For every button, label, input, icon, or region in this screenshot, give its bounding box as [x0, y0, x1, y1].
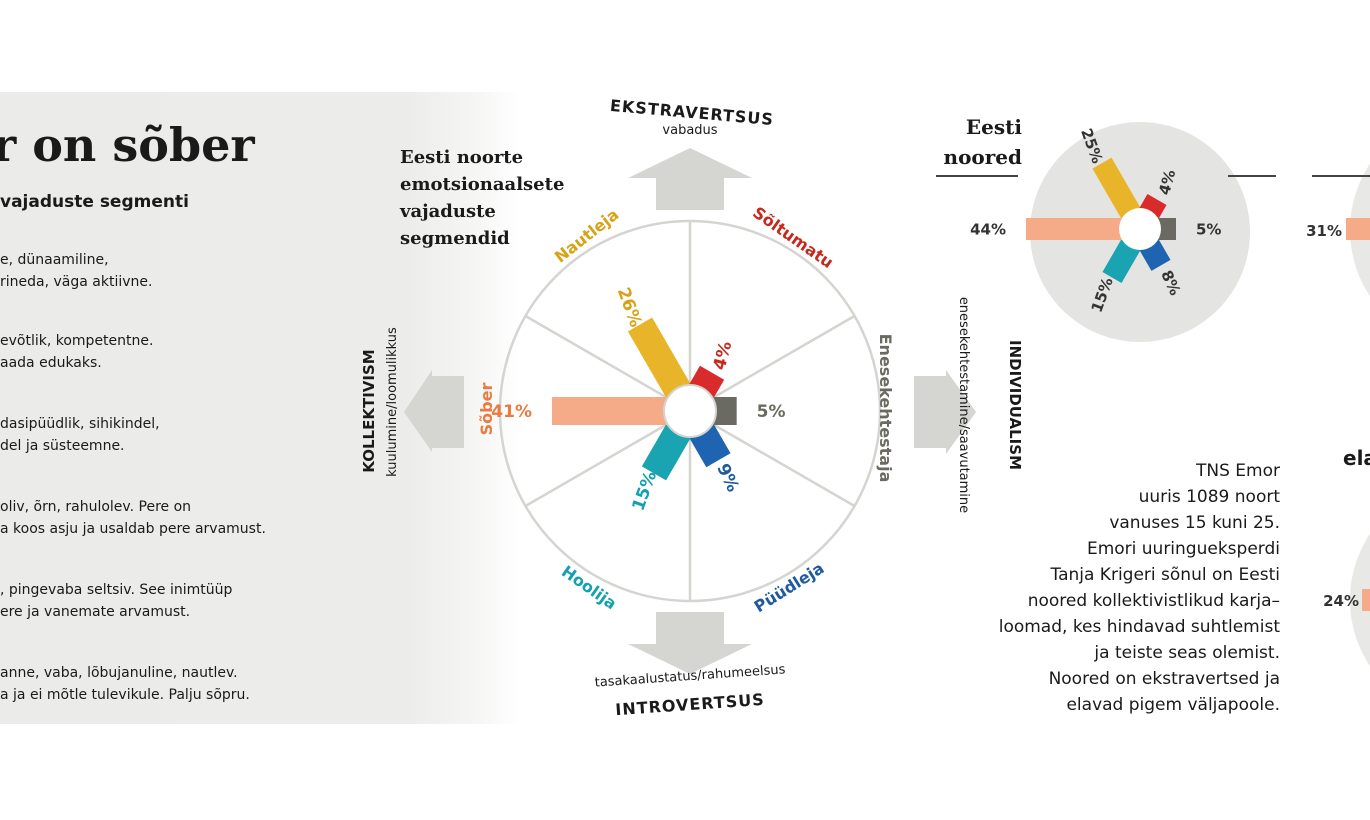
info-line: elavad pigem väljapoole.	[1066, 695, 1280, 715]
title-rule-cut	[1312, 175, 1370, 177]
axis-bottom-name: INTROVERTSUS	[615, 690, 766, 719]
headline: r on sõber	[0, 118, 255, 172]
chart-title-line: Eesti noorte	[400, 147, 524, 168]
axis-arrows	[404, 148, 976, 674]
description-line: , pingevaba seltsiv. See inimtüüp	[0, 582, 233, 598]
survey-info: TNS Emor uuris 1089 noort vanuses 15 kun…	[960, 458, 1280, 718]
subhead: vajaduste segmenti	[0, 192, 189, 212]
value-label-sõltumatu: 4%	[1155, 168, 1179, 197]
cut-text: ela	[1343, 446, 1370, 470]
bar-sõber	[1026, 218, 1126, 240]
eesti-noored-title: Eesti noored	[930, 112, 1022, 172]
value-label-sõltumatu: 4%	[710, 339, 737, 372]
value-label-nautleja: 26%	[613, 285, 646, 330]
bar-nautleja	[627, 317, 694, 403]
axis-top-sub: vabadus	[662, 123, 717, 138]
wheel-spoke	[711, 314, 856, 400]
small-hub	[1119, 208, 1161, 250]
axis-right-name: INDIVIDUALISM	[1006, 340, 1024, 470]
category-label-enesekehtestaja: Enesekehtestaja	[876, 334, 895, 483]
category-label-hoolija: Hoolija	[558, 562, 620, 613]
wheel-hub	[663, 384, 717, 438]
arrow-down-icon	[628, 612, 752, 674]
value-label-sõber: 41%	[491, 402, 532, 422]
info-line: ja teiste seas olemist.	[1094, 643, 1280, 663]
description-line: rineda, väga aktiivne.	[0, 274, 153, 290]
value-label-hoolija: 15%	[629, 468, 662, 513]
bar-sõber	[552, 397, 672, 425]
axis-left-name: KOLLEKTIVISM	[360, 349, 378, 472]
eesti-title-line: Eesti	[965, 115, 1022, 139]
info-line: TNS Emor	[1196, 461, 1280, 481]
cut-bar-top	[1346, 218, 1370, 240]
description-line: a ja ei mõtle tulevikule. Palju sõpru.	[0, 687, 250, 703]
info-line: loomad, kes hindavad suhtlemist	[998, 617, 1280, 637]
description-line: ere ja vanemate arvamust.	[0, 604, 191, 620]
cut-bar-bottom	[1362, 589, 1370, 611]
value-label-enesekehtestaja: 5%	[757, 402, 786, 422]
title-rule	[936, 175, 1018, 177]
chart-title-line: segmendid	[400, 228, 510, 249]
value-label-enesekehtestaja: 5%	[1196, 220, 1221, 238]
category-label-sõber: Sõber	[477, 383, 496, 436]
axis-right-sub: enesekehtestamine/saavutamine	[956, 297, 971, 513]
segment-description: e, dünaamiline, rineda, väga aktiivne.	[0, 249, 152, 293]
value-label-sõber: 44%	[970, 220, 1006, 238]
cut-value-top: 31%	[1306, 222, 1342, 240]
segment-description: dasipüüdlik, sihikindel, del ja süsteemn…	[0, 413, 160, 457]
bar-nautleja	[1092, 157, 1143, 223]
segment-description: oliv, õrn, rahulolev. Pere on a koos asj…	[0, 496, 266, 540]
info-line: noored kollektivistlikud karja–	[1027, 591, 1280, 611]
info-line: vanuses 15 kuni 25.	[1109, 513, 1280, 533]
category-label-sõltumatu: Sõltumatu	[749, 203, 837, 272]
description-line: anne, vaba, lõbujanuline, nautlev.	[0, 665, 238, 681]
axis-left-sub: kuulumine/loomulikkus	[385, 327, 400, 477]
arrow-up-icon	[628, 148, 752, 210]
eesti-title-line: noored	[943, 145, 1022, 169]
segment-description: , pingevaba seltsiv. See inimtüüp ere ja…	[0, 579, 232, 623]
chart-title-line: vajaduste	[400, 201, 496, 222]
wheel-spokes	[524, 221, 856, 601]
small-chart-bars	[1026, 157, 1176, 283]
value-label-püüdleja: 9%	[712, 461, 742, 496]
cut-circle-bottom	[1350, 533, 1370, 667]
description-line: a koos asju ja usaldab pere arvamust.	[0, 521, 266, 537]
chart-title-line: emotsionaalsete	[400, 174, 565, 195]
info-line: Noored on ekstravertsed ja	[1048, 669, 1280, 689]
description-line: oliv, õrn, rahulolev. Pere on	[0, 499, 192, 515]
info-line: uuris 1089 noort	[1138, 487, 1280, 507]
description-line: del ja süsteemne.	[0, 438, 125, 454]
segment-description: evõtlik, kompetentne. aada edukaks.	[0, 330, 153, 374]
description-line: aada edukaks.	[0, 355, 102, 371]
wheel-spoke	[524, 422, 669, 508]
wheel-spoke	[711, 422, 856, 508]
title-rule	[1228, 175, 1276, 177]
chart-title: Eesti noorte emotsionaalsete vajaduste s…	[400, 144, 564, 252]
category-label-nautleja: Nautleja	[551, 205, 622, 267]
description-line: evõtlik, kompetentne.	[0, 333, 154, 349]
description-line: dasipüüdlik, sihikindel,	[0, 416, 160, 432]
wheel-spoke	[524, 314, 669, 400]
cut-value-bottom: 24%	[1323, 592, 1359, 610]
info-line: Emori uuringueksperdi	[1086, 539, 1280, 559]
arrow-left-icon	[404, 370, 464, 452]
segment-description: anne, vaba, lõbujanuline, nautlev. a ja …	[0, 662, 250, 706]
arrow-right-icon	[914, 370, 976, 454]
description-line: e, dünaamiline,	[0, 252, 109, 268]
info-line: Tanja Krigeri sõnul on Eesti	[1050, 565, 1281, 585]
